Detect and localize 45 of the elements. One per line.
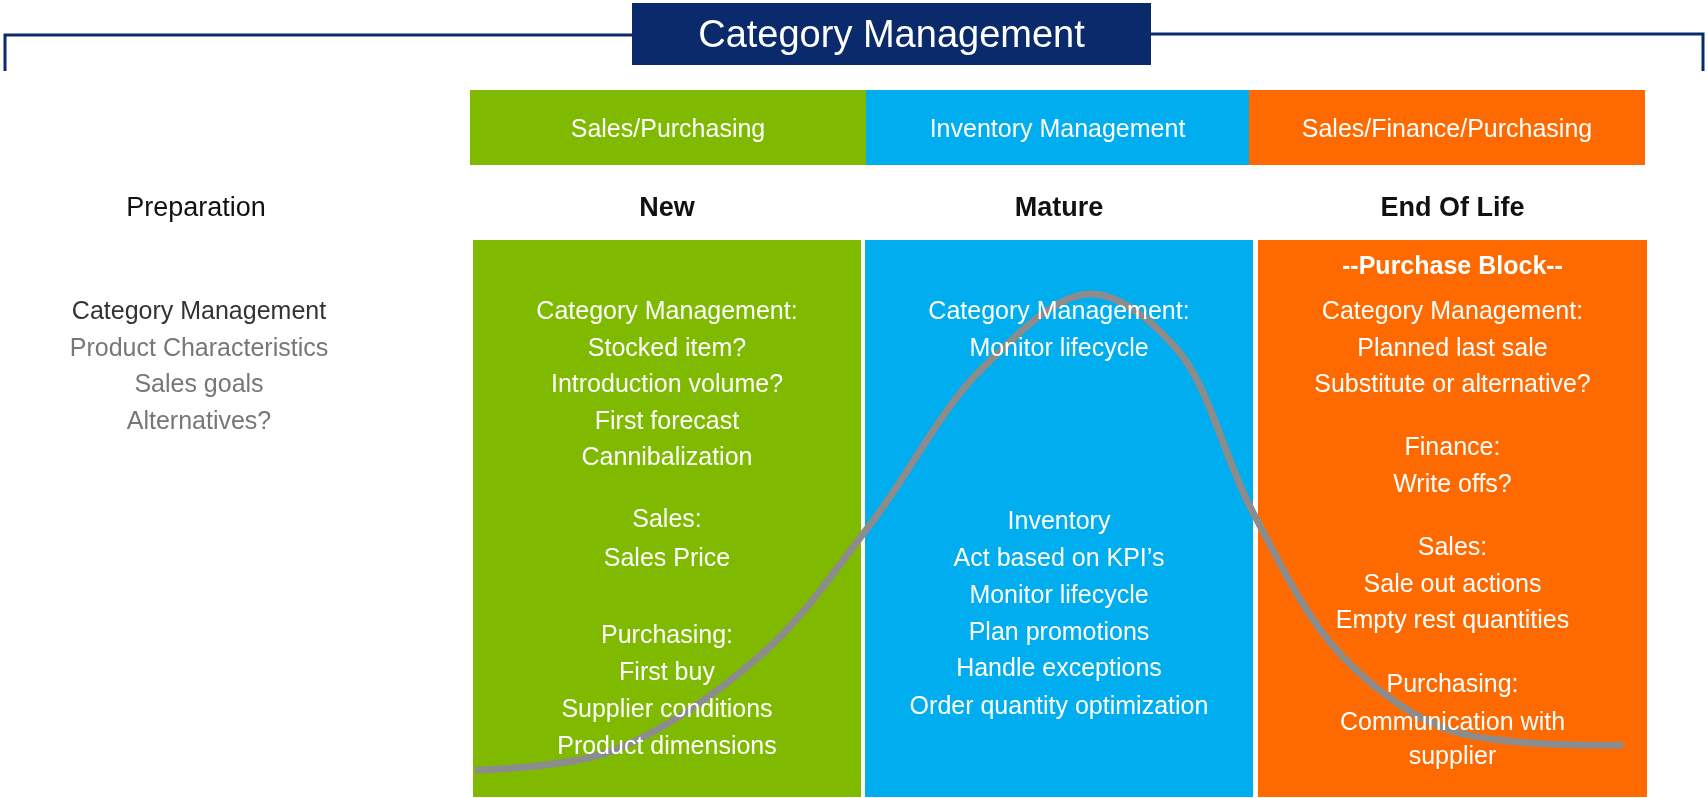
- column-text: Purchasing:: [1385, 668, 1520, 699]
- preparation-text: Product Characteristics: [68, 332, 330, 363]
- column-text: Order quantity optimization: [908, 690, 1210, 721]
- column-text: Category Management:: [535, 295, 799, 326]
- column-text: Sales:: [631, 503, 703, 534]
- preparation-text: Sales goals: [133, 368, 265, 399]
- column-text: Stocked item?: [586, 332, 748, 363]
- column-text: Category Management:: [1320, 295, 1585, 326]
- block-note: --Purchase Block--: [1341, 250, 1564, 281]
- title: Category Management: [632, 3, 1151, 65]
- column-text: Supplier conditions: [560, 693, 774, 724]
- column-text: Write offs?: [1392, 468, 1513, 499]
- header-band: [866, 90, 1249, 165]
- column-text: Plan promotions: [967, 616, 1151, 647]
- column-text: Sales:: [1416, 531, 1489, 562]
- column-text: Purchasing:: [600, 619, 734, 650]
- phase-heading: New: [638, 191, 696, 224]
- column-text: Product dimensions: [556, 730, 778, 761]
- column-text: First forecast: [593, 405, 741, 436]
- column-text: Handle exceptions: [955, 652, 1163, 683]
- band-label: Sales/Purchasing: [569, 113, 767, 142]
- header-band: [1249, 90, 1645, 165]
- column-text: Category Management:: [927, 295, 1191, 326]
- phase-heading: End Of Life: [1379, 191, 1526, 224]
- column-text: Inventory: [1006, 505, 1112, 536]
- column-text: First buy: [618, 656, 716, 687]
- preparation-text: Alternatives?: [125, 405, 273, 436]
- column-text: Sale out actions: [1362, 568, 1543, 599]
- column-text: Empty rest quantities: [1334, 604, 1571, 635]
- column-text: Finance:: [1403, 431, 1502, 462]
- column-text: Planned last sale: [1356, 332, 1549, 363]
- column-text: Substitute or alternative?: [1313, 368, 1592, 399]
- column-text: Monitor lifecycle: [968, 579, 1150, 610]
- band-label: Sales/Finance/Purchasing: [1300, 113, 1594, 142]
- phase-heading: Preparation: [125, 191, 267, 224]
- column-text: Cannibalization: [580, 441, 754, 472]
- band-label: Inventory Management: [928, 113, 1187, 142]
- column-text: Communication with supplier: [1338, 706, 1567, 771]
- header-band: [470, 90, 866, 165]
- column-text: Monitor lifecycle: [968, 332, 1150, 363]
- column-text: Act based on KPI’s: [952, 542, 1166, 573]
- preparation-text: Category Management: [70, 295, 328, 326]
- column-text: Sales Price: [602, 542, 732, 573]
- column-text: Introduction volume?: [549, 368, 785, 399]
- phase-heading: Mature: [1013, 191, 1105, 224]
